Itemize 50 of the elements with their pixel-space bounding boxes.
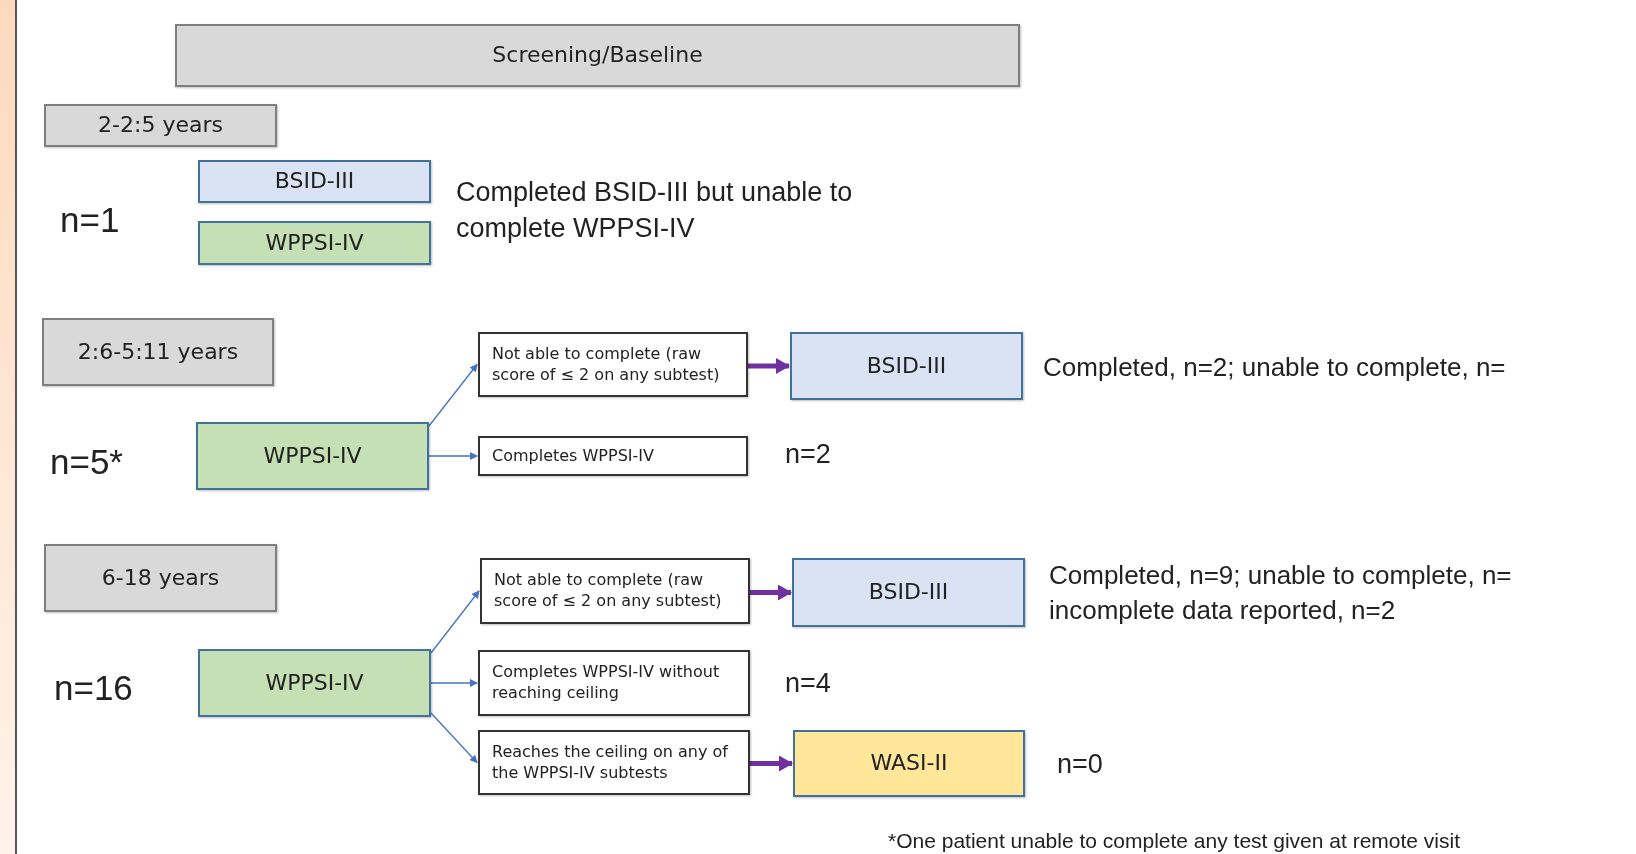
box-label: WASI-II bbox=[870, 749, 948, 778]
process-box bbox=[478, 332, 748, 397]
box-label: 6-18 years bbox=[101, 563, 220, 592]
box-label: BSID-III bbox=[868, 578, 949, 607]
result-note: n=2 bbox=[785, 438, 832, 471]
note-text: n=5* bbox=[50, 441, 123, 483]
box-label: Completes WPPSI-IV bbox=[492, 445, 654, 467]
result-note: Completed, n=2; unable to complete, n= bbox=[1043, 351, 1507, 384]
arrow bbox=[430, 679, 478, 687]
arrow bbox=[430, 590, 480, 654]
process-box bbox=[44, 544, 277, 612]
arrow bbox=[750, 755, 793, 772]
process-box bbox=[478, 650, 750, 716]
note-text: n=16 bbox=[54, 667, 133, 709]
process-box bbox=[175, 24, 1020, 87]
box-label: Not able to complete (raw score of ≤ 2 on any subtest) bbox=[494, 570, 723, 612]
box-label: Completes WPPSI-IV without reaching ceiling bbox=[492, 662, 721, 704]
box-label: WPPSI-IV bbox=[263, 441, 362, 470]
process-box bbox=[480, 558, 750, 624]
result-note: n=0 bbox=[1057, 748, 1104, 781]
box-label: WPPSI-IV bbox=[265, 668, 364, 697]
arrow bbox=[748, 358, 790, 374]
result-note: Completed, n=9; unable to complete, n= incomplete data reported, n=2 bbox=[1049, 559, 1513, 628]
process-box bbox=[793, 730, 1025, 797]
process-box bbox=[198, 649, 431, 717]
process-box bbox=[792, 558, 1025, 627]
box-label: Reaches the ceiling on any of the WPPSI-IV subtests bbox=[492, 741, 730, 784]
process-box bbox=[198, 221, 431, 265]
box-label: Screening/Baseline bbox=[492, 41, 703, 70]
box-label: 2-2:5 years bbox=[98, 111, 223, 140]
arrow bbox=[428, 363, 478, 427]
box-label: WPPSI-IV bbox=[265, 228, 364, 257]
note-text: Completed BSID-III but unable to complete WPPSI-IV bbox=[456, 176, 854, 246]
process-box bbox=[478, 436, 748, 476]
process-box bbox=[44, 104, 277, 147]
box-label: BSID-III bbox=[274, 167, 355, 196]
process-box bbox=[42, 318, 274, 386]
process-box bbox=[790, 332, 1023, 400]
process-box bbox=[478, 730, 750, 795]
arrow bbox=[428, 452, 478, 460]
box-label: Not able to complete (raw score of ≤ 2 on any subtest) bbox=[492, 343, 721, 386]
result-note: n=4 bbox=[785, 667, 832, 700]
note-text: *One patient unable to complete any test given at remote visit bbox=[888, 828, 1460, 854]
arrow bbox=[430, 712, 478, 764]
box-label: 2:6-5:11 years bbox=[77, 337, 239, 366]
process-box bbox=[196, 422, 429, 490]
arrow bbox=[750, 584, 792, 601]
process-box bbox=[198, 160, 431, 203]
box-label: BSID-III bbox=[866, 351, 947, 380]
note-text: n=1 bbox=[60, 199, 120, 241]
